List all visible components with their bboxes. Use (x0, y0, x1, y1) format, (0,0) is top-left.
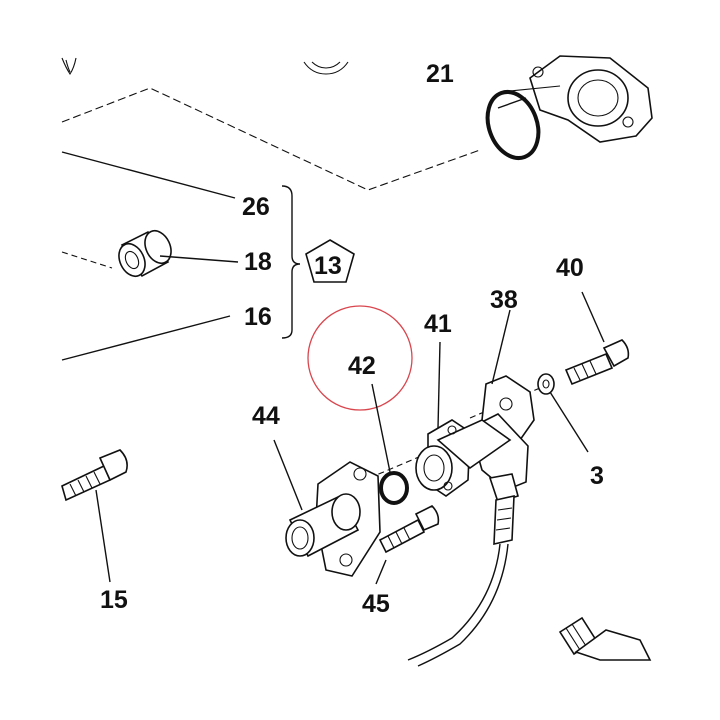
callout-45: 45 (362, 590, 390, 618)
bottom-right-fragment (558, 616, 652, 661)
callout-16: 16 (244, 303, 272, 331)
callout-38: 38 (490, 286, 518, 314)
leader-42 (371, 383, 391, 473)
leader-45 (375, 559, 387, 585)
callout-26: 26 (242, 193, 270, 221)
callout-13: 13 (314, 252, 342, 280)
part-15-bolt (61, 449, 128, 502)
leader-15 (95, 489, 111, 583)
callout-18: 18 (244, 248, 272, 276)
leader-40 (581, 291, 605, 343)
leader-18 (159, 255, 239, 263)
part-41-mount (415, 419, 512, 497)
kit-pentagon-13 (305, 239, 355, 283)
assembly-dashed-lines (61, 87, 541, 483)
leader-16 (61, 315, 231, 361)
leader-38 (491, 309, 511, 385)
part-45-bolt (378, 505, 440, 554)
leader-3 (549, 391, 589, 453)
leader-44 (273, 439, 303, 511)
callout-21: 21 (426, 60, 454, 88)
callout-44: 44 (252, 402, 280, 430)
callout-41: 41 (424, 310, 452, 338)
leader-26 (61, 151, 236, 199)
highlight-circle (307, 305, 413, 411)
part-42-o-ring (379, 471, 409, 505)
part-21-flange (499, 55, 653, 143)
part-44-flange-pipe (285, 461, 381, 577)
part-40-bolt (564, 339, 630, 386)
top-left-fragment (61, 57, 349, 75)
leader-41 (437, 341, 441, 429)
part-21-o-ring (485, 90, 541, 160)
part-18-bushing (118, 229, 172, 278)
leader-21 (497, 97, 527, 109)
callout-3: 3 (590, 462, 604, 490)
group-bracket (281, 185, 301, 339)
callout-40: 40 (556, 254, 584, 282)
callout-15: 15 (100, 586, 128, 614)
callout-42: 42 (348, 352, 376, 380)
part-3-washer (537, 373, 555, 395)
